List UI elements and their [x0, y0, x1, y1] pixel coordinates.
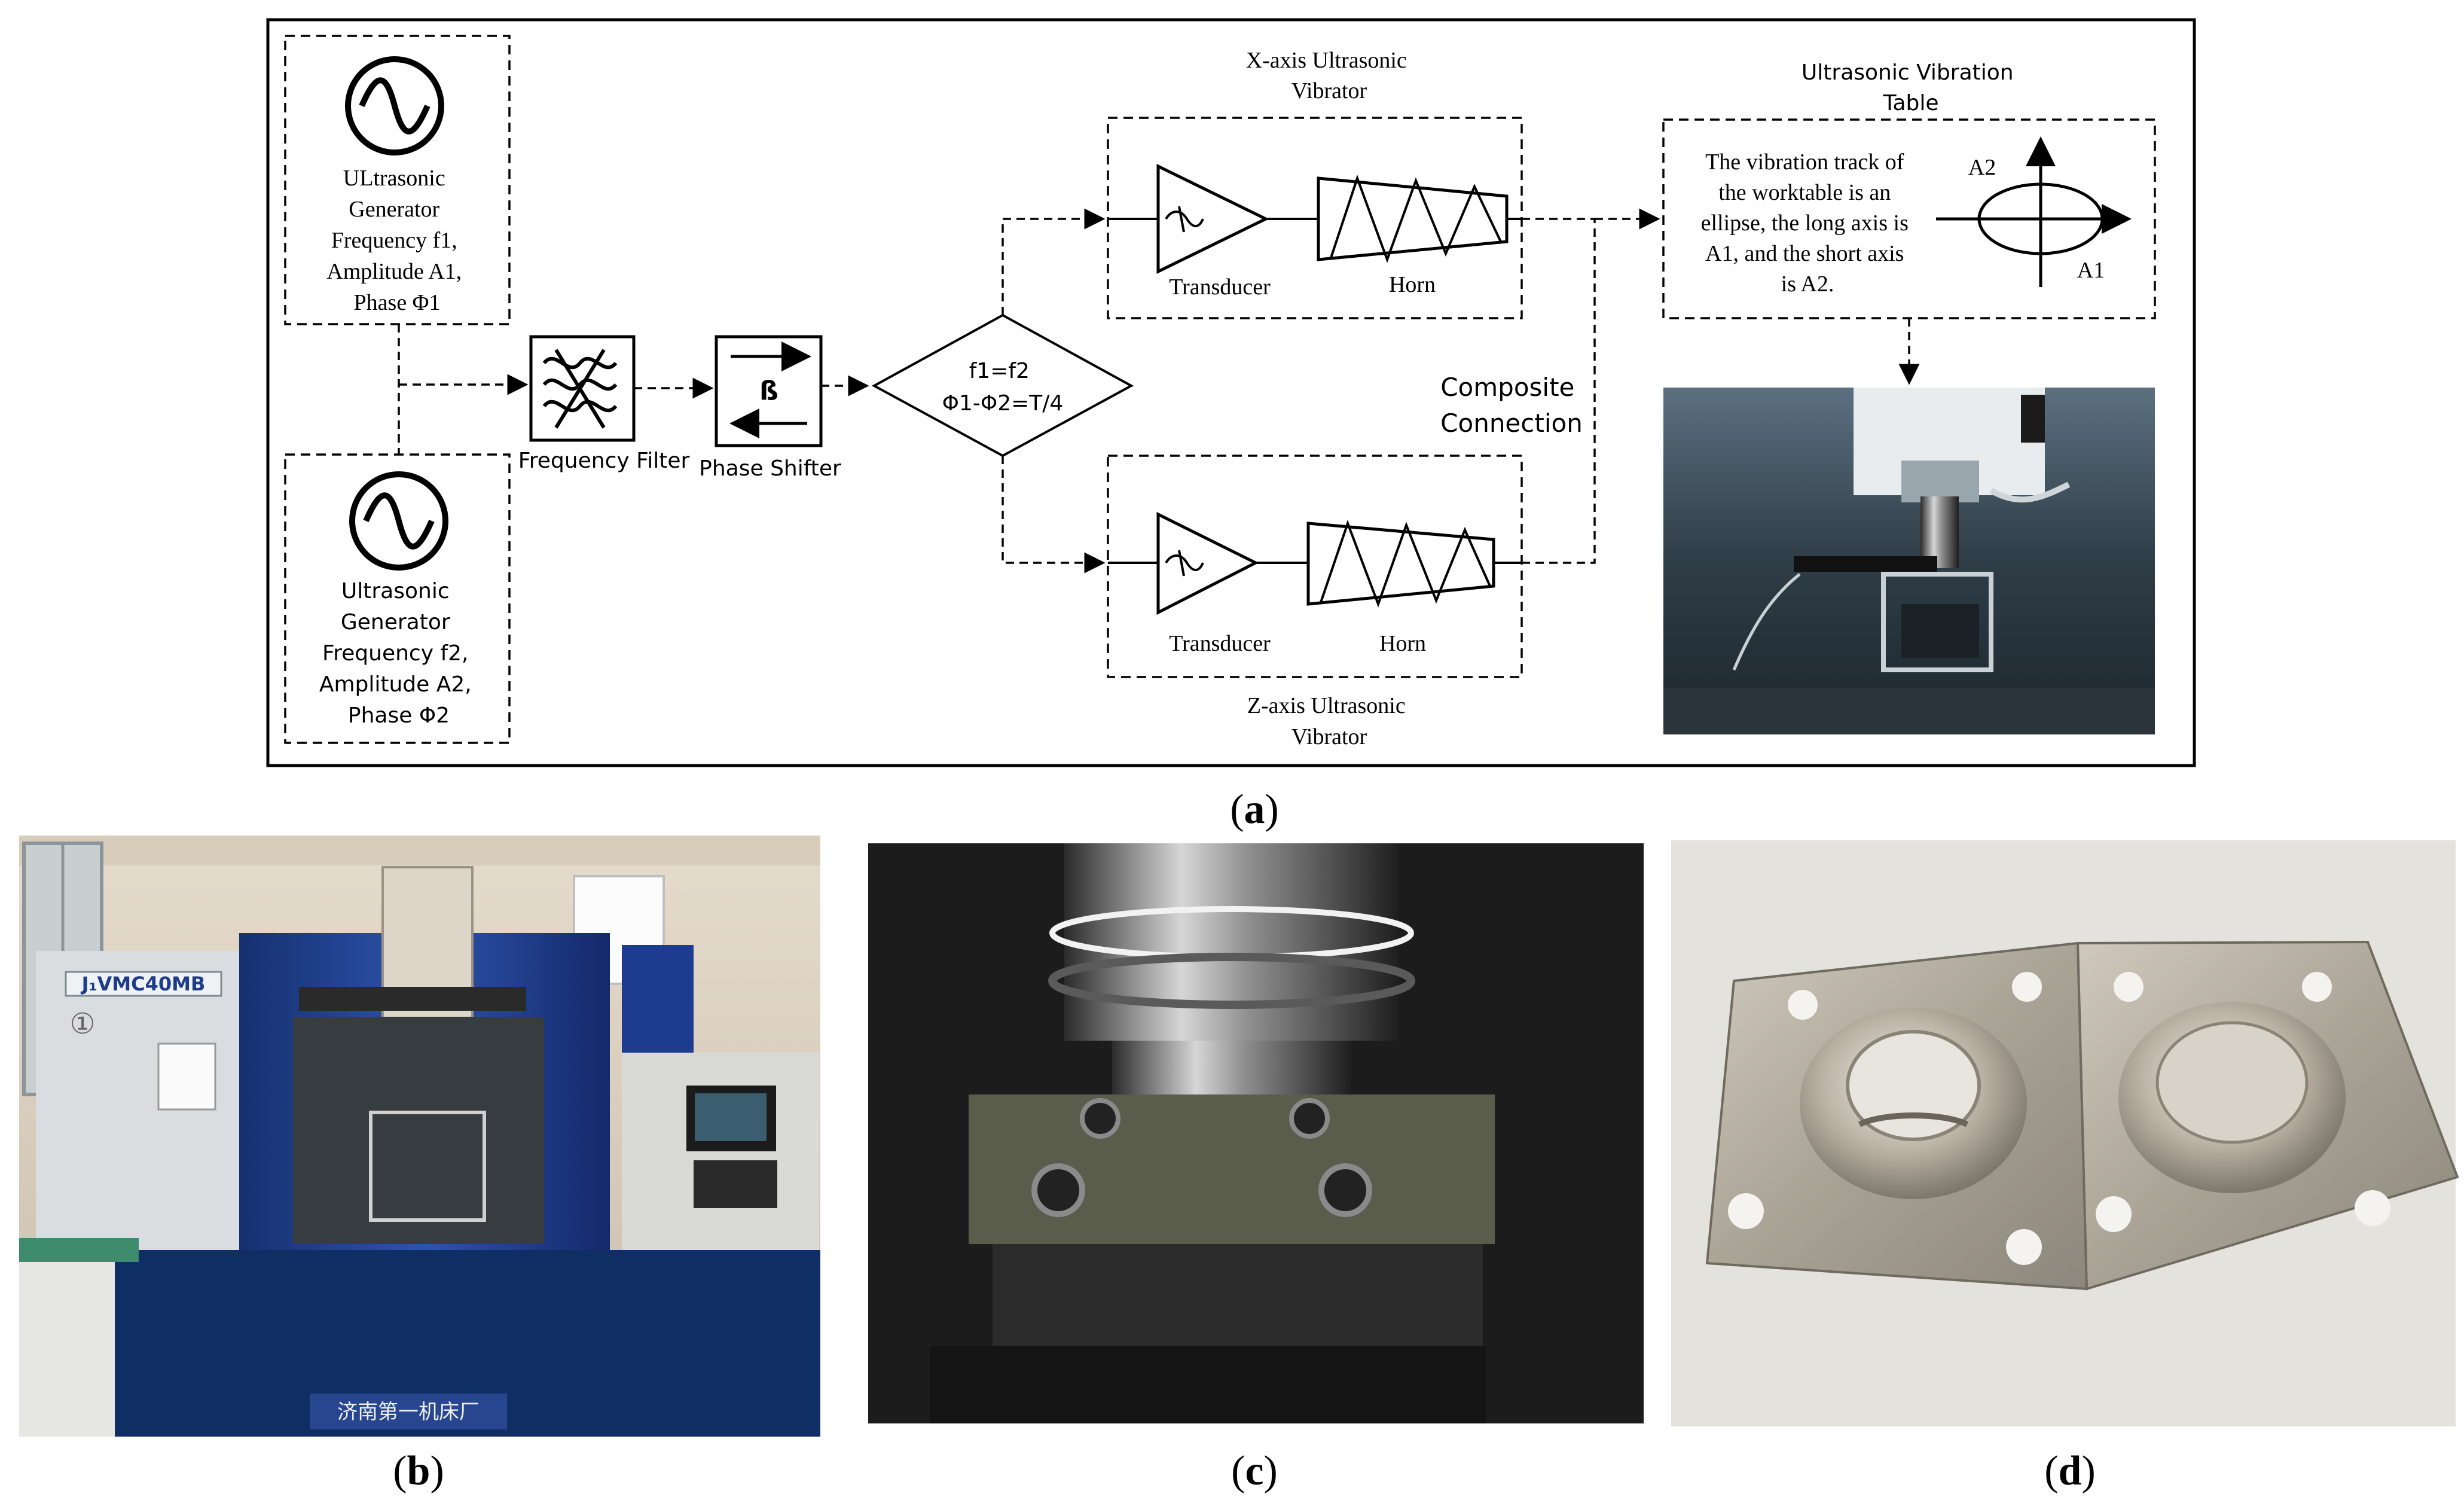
condition-links — [1002, 208, 1106, 574]
generator-1-line-3: Frequency f1, — [331, 228, 457, 253]
axis-label-a1: A1 — [2077, 258, 2105, 283]
generator-2-line-3: Frequency f2, — [322, 641, 468, 666]
z-vibrator-title-2: Vibrator — [1291, 724, 1367, 749]
generator-2-line-5: Phase Φ2 — [348, 703, 450, 728]
phase-shifter-block: ß Phase Shifter — [699, 335, 841, 481]
z-transducer-label: Transducer — [1169, 631, 1271, 656]
svg-text:Ultrasonic Vibration T: Ultrasonic Vibration Table — [1802, 60, 2020, 115]
caption-a: (a) — [1230, 786, 1279, 833]
sine-wave-icon — [349, 471, 448, 571]
machine-model-plate — [65, 971, 222, 997]
z-vibrator-title-1: Z-axis Ultrasonic — [1247, 693, 1406, 718]
x-vibrator-title-1: X-axis Ultrasonic — [1246, 48, 1407, 73]
machine-banner-plate — [310, 1394, 507, 1429]
vibration-table-desc-3: ellipse, the long axis is — [1701, 211, 1909, 236]
transducer-symbol — [1156, 163, 1269, 275]
panel-a-diagram: ULtrasonic Generator Frequency f1, Ampli… — [266, 18, 2196, 833]
svg-text:Composite Connection: Composite Connection — [1440, 373, 1583, 438]
plate-holes — [1728, 972, 2390, 1265]
vibration-table-desc-1: The vibration track of — [1705, 150, 1904, 175]
composite-line-1: Composite — [1440, 373, 1574, 402]
frequency-filter-label: Frequency Filter — [518, 449, 690, 473]
generator-2-line-1: Ultrasonic — [341, 579, 450, 603]
x-transducer-label: Transducer — [1169, 275, 1271, 300]
z-axis-vibrator: Transducer Horn Z-axis Ultrasonic Vibrat… — [1107, 455, 1523, 749]
x-vibrator-title-2: Vibrator — [1291, 78, 1367, 103]
vibration-table-title-1: Ultrasonic Vibration — [1802, 60, 2014, 85]
vibration-table-desc-2: the worktable is an — [1718, 180, 1891, 205]
vibration-table-desc-4: A1, and the short axis — [1705, 241, 1904, 266]
svg-text:X-axis Ultrasonic Vibr: X-axis Ultrasonic Vibrator — [1246, 48, 1413, 103]
generator-links — [398, 324, 529, 455]
svg-text:ULtrasonic Generator: ULtrasonic Generator Frequency f1, Ampli… — [326, 166, 467, 315]
panel-c-spindle-photo — [868, 843, 1644, 1423]
generator-1-block: ULtrasonic Generator Frequency f1, Ampli… — [284, 35, 511, 325]
phase-shifter-label: Phase Shifter — [699, 456, 841, 481]
generator-1-line-4: Amplitude A1, — [326, 259, 462, 284]
axis-label-a2: A2 — [1968, 155, 1996, 180]
frequency-filter-block: Frequency Filter — [518, 335, 690, 473]
machine-banner-text: 济南第一机床厂 — [337, 1400, 480, 1424]
machine-model-text: J₁VMC40MB — [81, 972, 206, 995]
condition-line-2: Φ1-Φ2=T/4 — [942, 391, 1064, 416]
svg-text:f1=f2 Φ1-Φ2=T/4: f1=f2 Φ1-Φ2=T/4 — [942, 359, 1064, 416]
composite-connection: Composite Connection — [1440, 208, 1660, 564]
sine-wave-icon — [345, 56, 444, 156]
vibration-table-photo — [1663, 388, 2155, 734]
generator-2-block: Ultrasonic Generator Frequency f2, Ampli… — [284, 453, 511, 744]
generator-2-line-2: Generator — [341, 610, 450, 635]
caption-b: (b) — [393, 1448, 444, 1494]
vibration-table-block: Ultrasonic Vibration Table The vibration… — [1662, 60, 2156, 385]
ellipse-trajectory-icon — [1936, 136, 2132, 287]
z-horn-label: Horn — [1379, 631, 1426, 656]
diagram-frame — [266, 18, 2196, 767]
machine-badge: ① — [69, 1007, 95, 1041]
x-axis-vibrator: X-axis Ultrasonic Vibrator Transducer Ho… — [1107, 48, 1523, 319]
vibration-table-desc-5: is A2. — [1781, 272, 1834, 297]
generator-1-line-5: Phase Φ1 — [354, 290, 441, 315]
sine-wave-icon-curve — [363, 492, 435, 550]
panel-b-machine-photo: J₁VMC40MB ① 济南第一机床厂 — [19, 836, 820, 1437]
transducer-symbol — [1156, 511, 1259, 615]
generator-1-line-2: Generator — [349, 197, 439, 222]
filter-wave-icon — [542, 349, 618, 429]
condition-diamond: f1=f2 Φ1-Φ2=T/4 — [871, 313, 1134, 458]
x-horn-label: Horn — [1389, 272, 1436, 297]
svg-text:Ultrasonic Generator: Ultrasonic Generator Frequency f2, Ampli… — [319, 579, 478, 728]
caption-d: (d) — [2044, 1448, 2096, 1494]
horn-symbol — [1306, 522, 1495, 606]
composite-line-2: Connection — [1440, 408, 1583, 438]
control-panel-keys — [694, 1160, 777, 1208]
svg-text:The vibration track of: The vibration track of the worktable is … — [1701, 150, 1915, 297]
panel-d-plates-photo — [1671, 840, 2459, 1426]
phase-shifter-symbol: ß — [759, 376, 778, 406]
vibration-table-title-2: Table — [1882, 91, 1938, 115]
svg-text:Z-axis Ultrasonic Vibr: Z-axis Ultrasonic Vibrator — [1247, 693, 1411, 749]
caption-c: (c) — [1231, 1448, 1278, 1494]
sine-wave-icon-curve — [359, 77, 430, 135]
generator-2-line-4: Amplitude A2, — [319, 672, 472, 697]
generator-1-line-1: ULtrasonic — [343, 166, 445, 191]
condition-line-1: f1=f2 — [969, 359, 1030, 383]
